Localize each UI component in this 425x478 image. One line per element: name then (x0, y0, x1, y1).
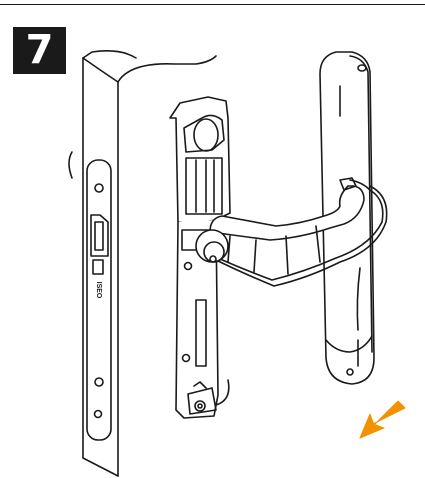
top-rule (0, 4, 425, 5)
faceplate-brand: ISEO (95, 282, 102, 299)
step-number-badge: 7 (13, 27, 66, 74)
lock-faceplate: ISEO (86, 159, 112, 441)
deadbolt-slot (92, 259, 104, 275)
lever-handle (195, 51, 388, 385)
escutcheon-chassis (169, 96, 231, 419)
chassis-screw-top (183, 261, 193, 271)
door-panel (68, 50, 230, 477)
faceplate-screw-top (94, 183, 104, 193)
down-left-arrow-icon (359, 400, 406, 439)
faceplate-screw-foot (93, 409, 103, 419)
faceplate-screw-bottom (94, 377, 104, 387)
